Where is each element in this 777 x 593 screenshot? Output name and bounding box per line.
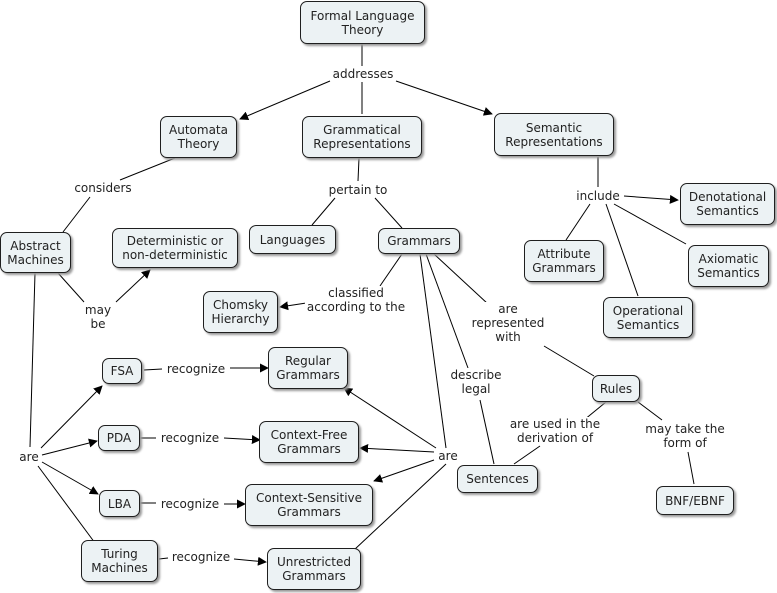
link-are-represented-with: are represented with	[469, 302, 547, 344]
link-pertain-to: pertain to	[326, 183, 390, 197]
link-are-grammars: are	[436, 449, 460, 463]
concept-regular-grammars[interactable]: Regular Grammars	[268, 347, 348, 389]
concept-sentences[interactable]: Sentences	[457, 465, 538, 493]
edge-are-cfg	[359, 443, 435, 453]
link-may-be: may be	[82, 303, 114, 331]
concept-chomsky-hierarchy[interactable]: Chomsky Hierarchy	[203, 291, 278, 333]
edge-are-unrestricted	[353, 463, 447, 551]
concept-rules[interactable]: Rules	[592, 375, 640, 402]
edge-are-fsa	[40, 385, 103, 449]
edge-are-regular	[343, 387, 437, 449]
edge-abstract-maybe	[57, 272, 85, 303]
edge-grammars-are	[419, 253, 447, 449]
concept-context-free-grammars[interactable]: Context-Free Grammars	[259, 421, 359, 463]
concept-fsa[interactable]: FSA	[102, 358, 142, 384]
concept-axiomatic-semantics[interactable]: Axiomatic Semantics	[688, 245, 769, 287]
edge-maytake-bnf	[687, 451, 695, 485]
concept-unrestricted-grammars[interactable]: Unrestricted Grammars	[267, 548, 361, 590]
edge-addresses-automata	[239, 80, 331, 120]
concept-languages[interactable]: Languages	[249, 225, 336, 254]
edge-include-operational	[605, 203, 639, 297]
edge-grammars-describe	[425, 253, 469, 369]
edge-recognize-cfg	[223, 435, 261, 445]
link-classified: classified according to the	[304, 286, 408, 314]
link-include: include	[574, 189, 622, 203]
link-may-take-form: may take the form of	[643, 422, 727, 450]
edge-are-csg	[373, 459, 435, 483]
edge-include-attribute	[565, 203, 591, 241]
edge-recognize-unrestricted	[233, 556, 267, 566]
concept-lba[interactable]: LBA	[99, 490, 140, 517]
link-recognize-fsa: recognize	[164, 362, 228, 376]
link-are-used-in: are used in the derivation of	[507, 417, 603, 445]
concept-semantic-representations[interactable]: Semantic Representations	[494, 113, 614, 156]
concept-formal-language-theory[interactable]: Formal Language Theory	[300, 1, 425, 44]
concept-abstract-machines[interactable]: Abstract Machines	[0, 232, 71, 273]
concept-automata-theory[interactable]: Automata Theory	[160, 116, 237, 158]
concept-deterministic[interactable]: Deterministic or non-deterministic	[112, 228, 238, 268]
edge-automata-considers	[119, 157, 176, 181]
edge-include-axiomatic	[613, 203, 687, 245]
edge-turing-recognize	[158, 557, 169, 560]
concept-pda[interactable]: PDA	[98, 425, 140, 451]
concept-operational-semantics[interactable]: Operational Semantics	[603, 297, 693, 338]
concept-denotational-semantics[interactable]: Denotational Semantics	[680, 183, 775, 225]
edge-grammatical-pertain	[357, 157, 360, 182]
edge-rules-maytake	[637, 401, 663, 421]
edge-include-denotational	[623, 194, 679, 204]
edge-pertain-grammars	[374, 197, 403, 229]
edge-grammars-represented	[433, 253, 489, 305]
edge-are-lba	[41, 461, 99, 495]
link-are-machines: are	[17, 450, 41, 464]
edge-are-turing	[37, 465, 96, 544]
link-recognize-tm: recognize	[169, 550, 233, 564]
edge-grammars-classified	[379, 253, 403, 287]
edge-maybe-deterministic	[115, 269, 151, 303]
concept-turing-machines[interactable]: Turing Machines	[81, 540, 158, 582]
edge-abstract-are	[29, 272, 36, 448]
edge-addresses-semantic	[395, 80, 493, 116]
edge-pertain-languages	[311, 197, 336, 226]
link-describe-legal: describe legal	[448, 368, 504, 396]
link-recognize-lba: recognize	[158, 497, 222, 511]
concept-bnf-ebnf[interactable]: BNF/EBNF	[656, 486, 734, 515]
concept-attribute-grammars[interactable]: Attribute Grammars	[524, 240, 604, 282]
edge-usedin-sentences	[513, 445, 541, 465]
link-considers: considers	[72, 181, 134, 195]
concept-context-sensitive-grammars[interactable]: Context-Sensitive Grammars	[245, 484, 373, 526]
link-addresses: addresses	[330, 67, 396, 81]
edge-considers-abstract	[62, 196, 91, 233]
link-recognize-pda: recognize	[158, 431, 222, 445]
edge-describe-sentences	[479, 399, 495, 465]
concept-grammatical-representations[interactable]: Grammatical Representations	[302, 116, 422, 158]
edge-are-pda	[41, 438, 98, 456]
edge-represented-rules	[543, 345, 595, 377]
edge-fsa-recognize	[143, 368, 163, 371]
concept-grammars[interactable]: Grammars	[378, 228, 460, 254]
